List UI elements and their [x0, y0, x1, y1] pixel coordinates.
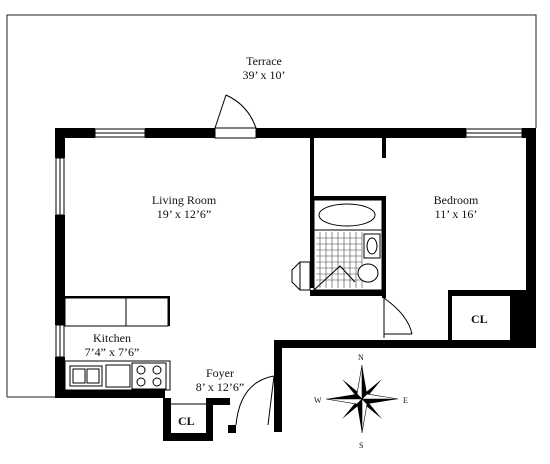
foyer-closet-label: CL: [178, 414, 195, 428]
bedroom-name: Bedroom: [433, 193, 479, 207]
compass-rose: [325, 364, 399, 434]
foyer-size: 8’ x 12’6”: [195, 380, 245, 394]
entry-door: [235, 375, 275, 426]
bathroom: [291, 199, 383, 291]
windows: [55, 128, 523, 358]
living-room-size: 19’ x 12’6”: [156, 207, 212, 221]
living-room-label: Living Room 19’ x 12’6”: [134, 193, 234, 221]
terrace-size: 39’ x 10’: [242, 68, 286, 82]
kitchen-label: Kitchen 7’4” x 7’6”: [72, 331, 152, 359]
interior-walls: [65, 138, 526, 340]
bedroom-label: Bedroom 11’ x 16’: [420, 193, 492, 221]
exterior-walls: [55, 128, 536, 441]
living-room-name: Living Room: [151, 193, 217, 207]
bedroom-size: 11’ x 16’: [434, 207, 478, 221]
bedroom-closet-label: CL: [471, 312, 488, 326]
terrace-outline: [6, 14, 537, 398]
compass-west: W: [314, 396, 322, 405]
terrace-label: Terrace 39’ x 10’: [224, 54, 304, 82]
terrace-door: [214, 94, 257, 139]
kitchen-size: 7’4” x 7’6”: [84, 345, 140, 359]
foyer-label: Foyer 8’ x 12’6”: [180, 366, 260, 394]
compass-south: S: [359, 441, 364, 450]
terrace-name: Terrace: [246, 54, 282, 68]
kitchen-fixtures: [64, 297, 171, 391]
bedroom-door: [383, 296, 413, 338]
compass-north: N: [358, 353, 364, 362]
kitchen-name: Kitchen: [93, 331, 131, 345]
foyer-name: Foyer: [206, 366, 234, 380]
compass-east: E: [403, 396, 408, 405]
